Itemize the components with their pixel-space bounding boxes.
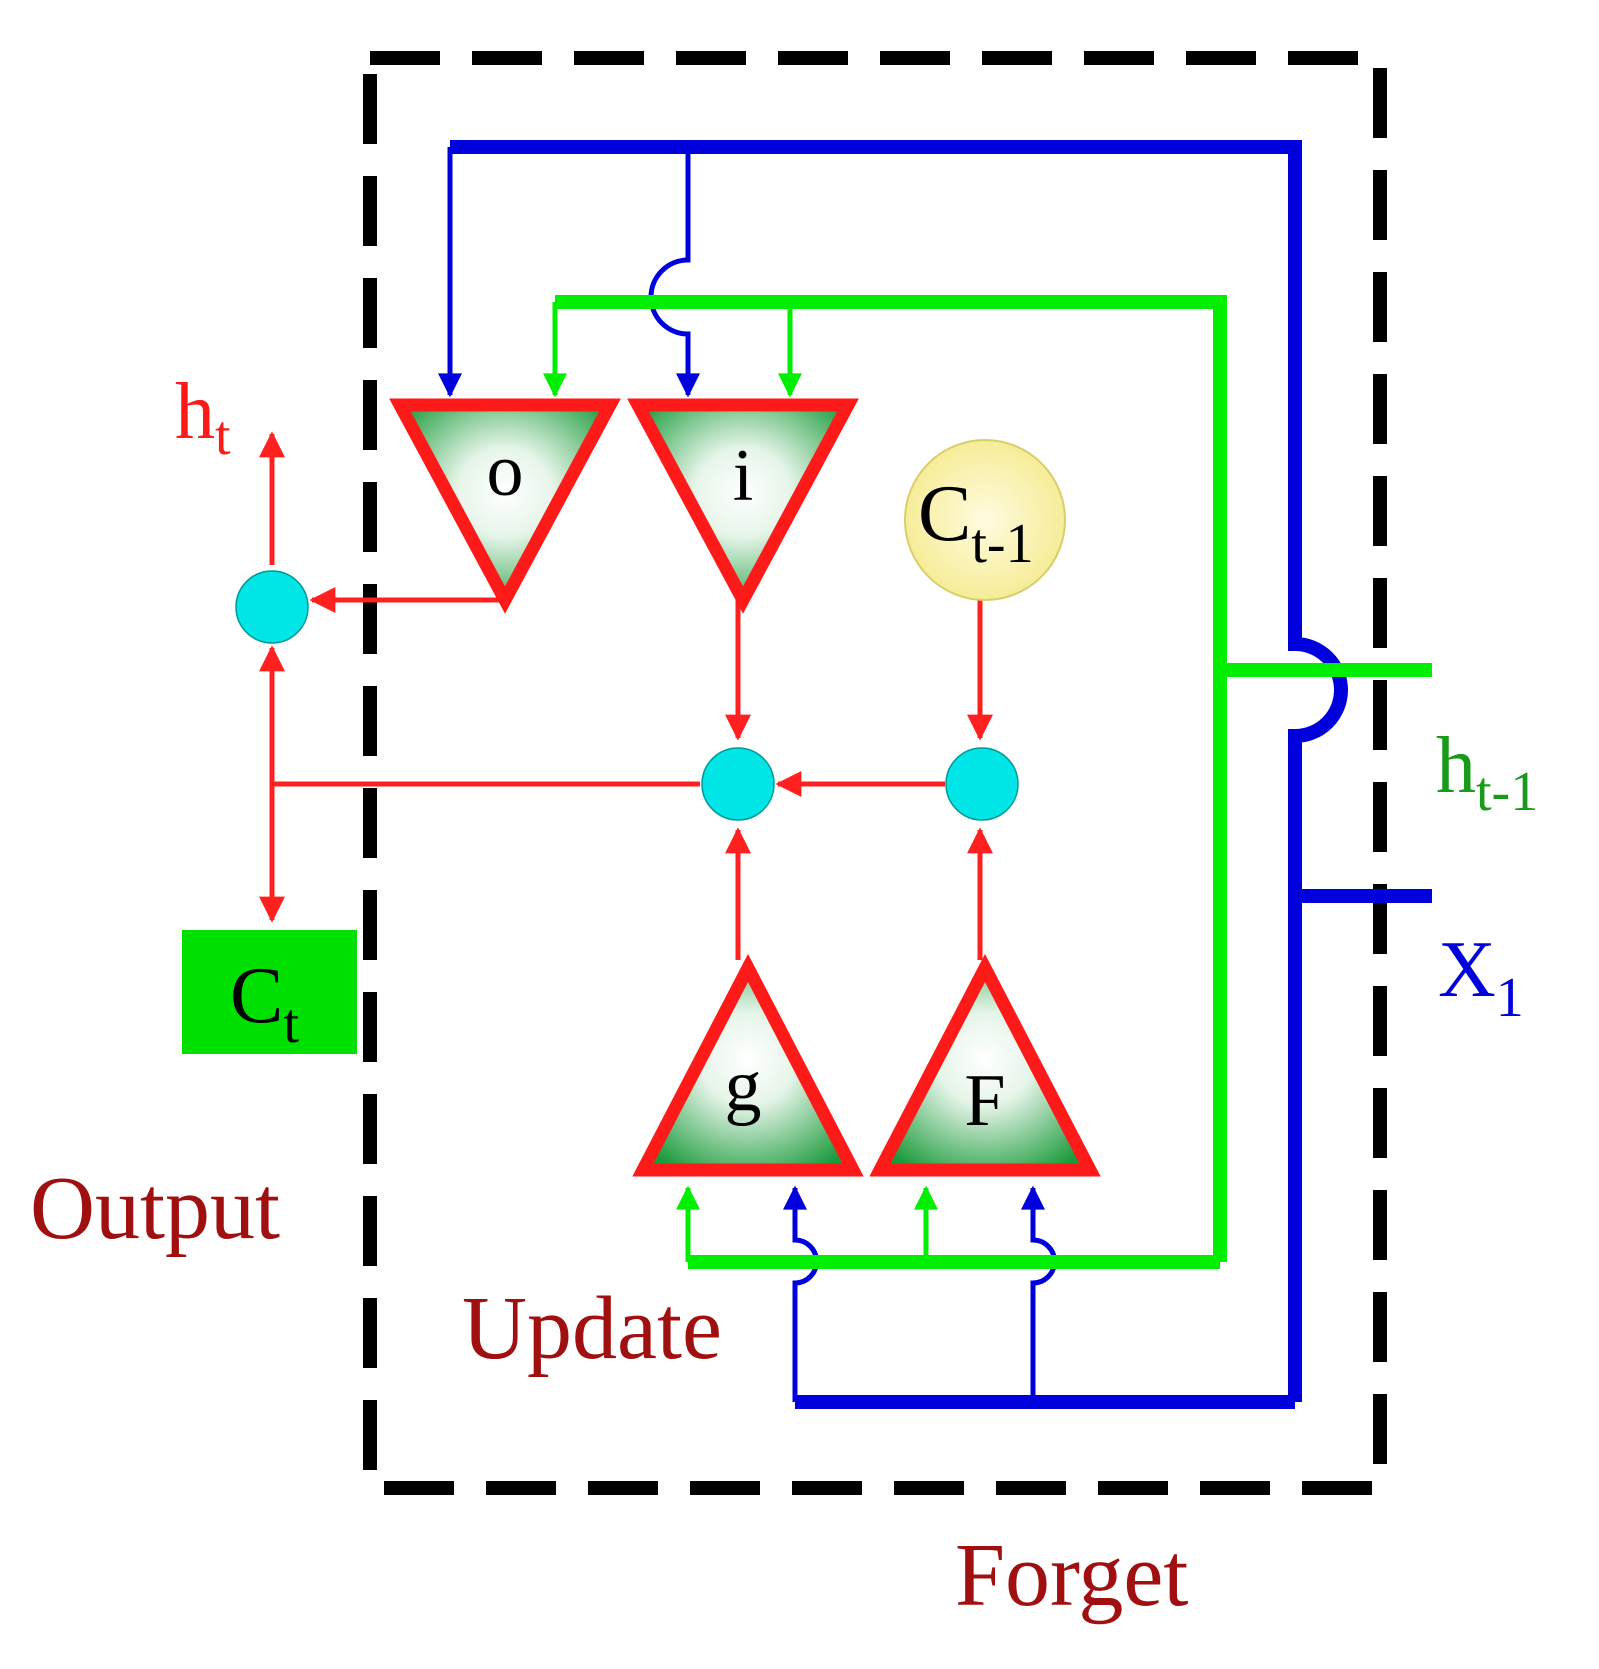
forget-multiply-node bbox=[945, 747, 1019, 821]
input-base: X bbox=[1438, 926, 1496, 1014]
cell-state-output-sub: t bbox=[283, 993, 299, 1055]
hidden-output-label: ht bbox=[175, 368, 231, 467]
output-gate-label: o bbox=[487, 430, 524, 512]
svg-text:Ct: Ct bbox=[230, 952, 299, 1055]
input-gate-label: i bbox=[733, 435, 754, 517]
hidden-output-sub: t bbox=[215, 405, 231, 467]
update-section-label: Update bbox=[462, 1279, 722, 1378]
output-multiply-node bbox=[235, 570, 309, 644]
update-add-node bbox=[701, 747, 775, 821]
forget-gate-label: F bbox=[964, 1060, 1005, 1142]
input-sub: 1 bbox=[1496, 967, 1524, 1029]
output-gate: o bbox=[389, 398, 621, 614]
input-gate: i bbox=[627, 398, 859, 614]
input-line-x1 bbox=[438, 140, 1432, 1409]
hidden-prev-base: h bbox=[1436, 722, 1476, 810]
cell-boundary-frame bbox=[363, 51, 1387, 1495]
prev-cell-state-base: C bbox=[918, 470, 971, 558]
prev-cell-state: Ct-1 bbox=[904, 439, 1066, 601]
hidden-prev-label: ht-1 bbox=[1436, 722, 1538, 823]
cell-state-output: Ct bbox=[182, 930, 357, 1055]
forget-gate: F bbox=[869, 953, 1101, 1177]
hidden-line-ht-1 bbox=[543, 295, 1432, 1269]
candidate-gate-label: g bbox=[725, 1045, 762, 1127]
svg-text:Ct-1: Ct-1 bbox=[918, 470, 1034, 575]
input-label: X1 bbox=[1438, 926, 1524, 1029]
hidden-output-base: h bbox=[175, 368, 215, 456]
candidate-gate: g bbox=[632, 953, 864, 1177]
forget-section-label: Forget bbox=[955, 1526, 1188, 1625]
prev-cell-state-sub: t-1 bbox=[971, 513, 1033, 575]
state-lines bbox=[259, 431, 993, 960]
cell-state-output-base: C bbox=[230, 952, 283, 1040]
hidden-prev-sub: t-1 bbox=[1476, 761, 1538, 823]
output-section-label: Output bbox=[30, 1159, 280, 1258]
